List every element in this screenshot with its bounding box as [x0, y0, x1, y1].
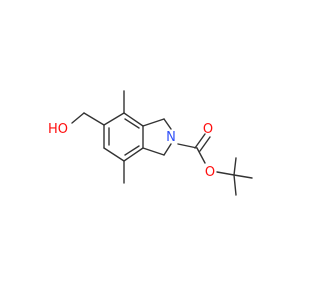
- bond-tbutyl-methyl-right: [233, 174, 253, 179]
- bond-ring-a1-a2: [103, 112, 125, 126]
- chemical-structure-diagram: HO N O O: [48, 90, 253, 196]
- atom-label-ester-oxygen: O: [205, 165, 215, 180]
- bond-ring-a4-a5-inner: [124, 145, 140, 156]
- bond-ring-a2-a3: [123, 112, 144, 127]
- bond-carbonyl-double-2: [199, 136, 211, 152]
- bond-ring-a5-a6: [103, 147, 125, 162]
- bond-tbutyl-methyl-bottom: [233, 174, 237, 196]
- atom-label-hydroxyl: HO: [48, 122, 68, 137]
- bond-ch2-top-n: [163, 118, 172, 130]
- bond-lines: [71, 90, 253, 196]
- bond-ring-a2-a3-inner: [124, 118, 140, 129]
- bond-carbonyl-double-1: [194, 133, 206, 149]
- bond-n-carbonyl: [177, 143, 198, 149]
- atom-label-carbonyl-oxygen: O: [203, 122, 213, 137]
- atom-labels: HO N O O: [48, 122, 215, 180]
- bond-n-ch2-bottom: [163, 143, 172, 156]
- bond-ch2-oh: [71, 112, 85, 124]
- atom-label-nitrogen: N: [166, 130, 176, 145]
- bond-ring-a4-a5: [123, 147, 144, 162]
- bond-ring-ch2oh: [83, 112, 105, 126]
- bond-ch2-bottom-a4: [142, 147, 165, 156]
- bond-a3-ch2-top: [142, 118, 165, 127]
- bond-carbonyl-ester-o: [196, 147, 206, 164]
- bond-tbutyl-methyl-top: [233, 157, 237, 176]
- bond-ester-o-tbutyl: [216, 171, 235, 176]
